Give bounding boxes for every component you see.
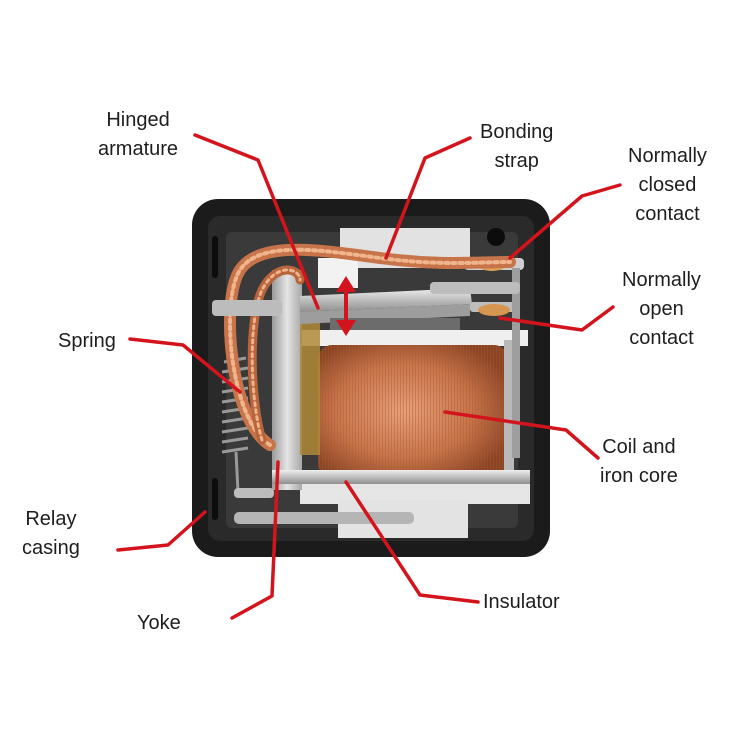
leader-coil (443, 410, 600, 460)
leader-normally-closed (508, 183, 622, 260)
label-insulator: Insulator (483, 591, 560, 613)
label-coil-and-iron-core: Coil and iron core (600, 436, 678, 487)
bonding-strap (224, 243, 516, 451)
label-spring: Spring (58, 330, 116, 352)
leader-normally-open (498, 305, 615, 332)
coil (318, 340, 514, 480)
leader-bonding-strap (384, 136, 472, 260)
label-bonding-strap: Bonding strap (480, 121, 554, 172)
armature-movement-arrow-icon (336, 276, 356, 336)
leader-yoke (230, 460, 280, 620)
leader-spring (128, 337, 242, 394)
leader-hinged-armature (193, 133, 320, 310)
label-normally-closed-contact: Normally closed contact (628, 145, 707, 225)
casing-hole-icon (487, 228, 505, 246)
label-normally-open-contact: Normally open contact (622, 269, 701, 349)
label-relay-casing: Relay casing (22, 508, 80, 559)
label-hinged-armature: Hinged armature (98, 109, 179, 160)
leader-lines (116, 133, 622, 620)
label-yoke: Yoke (137, 612, 181, 634)
leader-relay-casing (116, 510, 207, 552)
leader-insulator (344, 480, 480, 604)
hinged-armature (300, 288, 472, 330)
